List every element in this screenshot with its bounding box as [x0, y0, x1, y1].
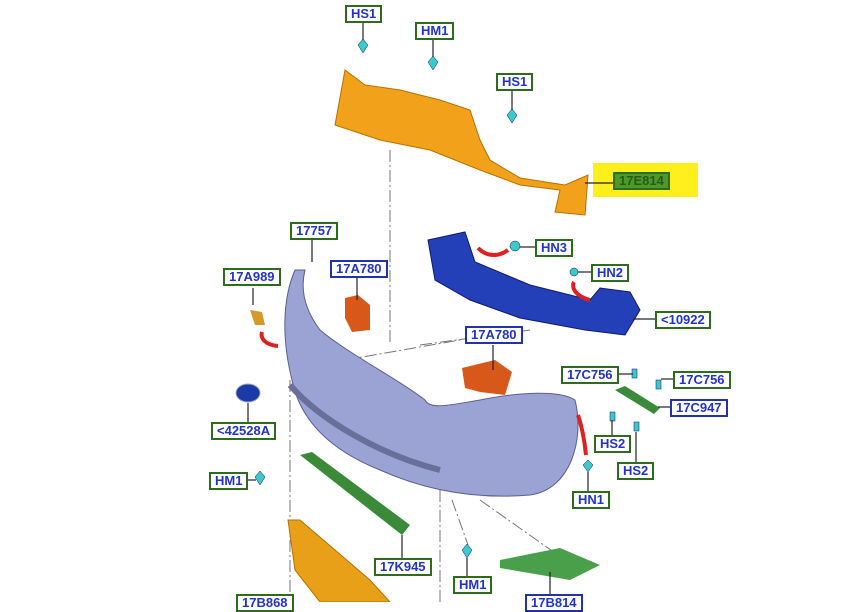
label-hm1-bottom[interactable]: HM1 [453, 576, 493, 594]
lower-shield-part [287, 519, 391, 602]
label-17b814[interactable]: 17B814 [525, 594, 583, 612]
label-hs1-top[interactable]: HS1 [345, 5, 383, 23]
label-hn2[interactable]: HN2 [591, 264, 630, 282]
label-hm1-top[interactable]: HM1 [415, 22, 455, 40]
red-arrows [259, 246, 591, 456]
label-17c947[interactable]: 17C947 [670, 399, 728, 417]
label-hn1[interactable]: HN1 [572, 491, 611, 509]
grille-strip-part [300, 452, 410, 535]
label-hs1-right[interactable]: HS1 [496, 73, 534, 91]
bracket-part [462, 360, 512, 395]
side-bracket-part [615, 386, 660, 414]
label-17e814[interactable]: 17E814 [613, 172, 670, 190]
label-17a780-upper[interactable]: 17A780 [330, 260, 388, 278]
label-hn3[interactable]: HN3 [535, 239, 574, 257]
label-hs2-right[interactable]: HS2 [617, 462, 655, 480]
bracket-part [250, 310, 265, 325]
reinforcement-beam-part [427, 231, 641, 336]
label-17757[interactable]: 17757 [290, 222, 339, 240]
label-17a989[interactable]: 17A989 [223, 268, 281, 286]
label-hs2-left[interactable]: HS2 [594, 435, 632, 453]
ford-emblem [235, 383, 261, 403]
label-17k945[interactable]: 17K945 [374, 558, 432, 576]
upper-shield-part [334, 69, 589, 216]
fog-bezel-part [500, 548, 600, 580]
fasteners [254, 38, 662, 559]
label-17b868[interactable]: 17B868 [236, 594, 294, 612]
bracket-part [345, 295, 370, 332]
label-17c756-left[interactable]: 17C756 [561, 366, 619, 384]
label-hm1-left[interactable]: HM1 [209, 472, 249, 490]
label-10922[interactable]: <10922 [655, 311, 711, 329]
label-17a780-lower[interactable]: 17A780 [465, 326, 523, 344]
leader-lines [244, 23, 673, 594]
label-17c756-right[interactable]: 17C756 [673, 371, 731, 389]
label-42528a[interactable]: <42528A [211, 422, 277, 440]
